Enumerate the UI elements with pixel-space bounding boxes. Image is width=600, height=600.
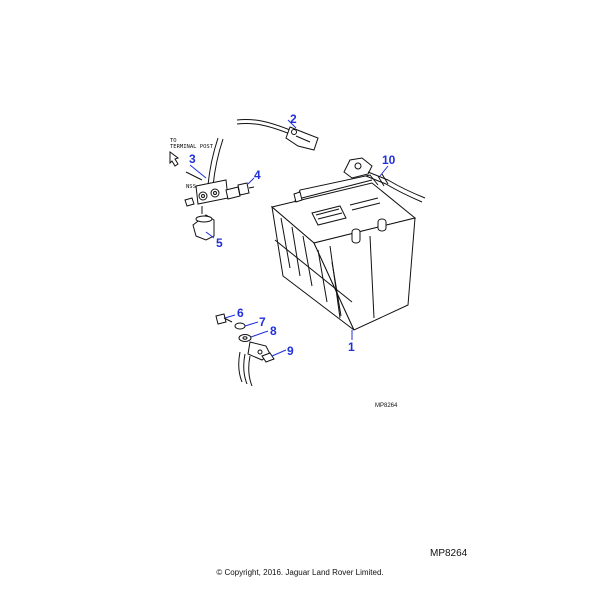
callout-7: 7	[259, 315, 266, 329]
leader-line-10	[379, 165, 389, 177]
terminal-clamp-illustration	[169, 137, 255, 241]
callout-3: 3	[189, 152, 196, 166]
callout-2: 2	[290, 112, 297, 126]
leader-line-4	[247, 177, 255, 185]
leader-line-2	[287, 119, 297, 129]
leader-line-3	[189, 164, 207, 179]
callout-6: 6	[237, 306, 244, 320]
diagram-reference: MP8264	[430, 548, 468, 559]
negative-cable-illustration	[343, 157, 426, 203]
diagram-reference-small: MP8264	[375, 403, 398, 409]
earth-strap-illustration	[215, 313, 275, 387]
leader-line-6	[224, 314, 236, 319]
callout-10: 10	[382, 153, 396, 167]
leader-line-9	[271, 349, 287, 357]
callout-5: 5	[216, 236, 223, 250]
callout-9: 9	[287, 344, 294, 358]
callout-1: 1	[348, 340, 355, 354]
to-terminal-label-line2: TERMINAL POST	[170, 144, 214, 150]
positive-cable-illustration	[236, 119, 319, 151]
nss-label: NSS	[186, 184, 196, 190]
callout-8: 8	[270, 324, 277, 338]
callout-4: 4	[254, 168, 261, 182]
leader-line-7	[244, 321, 259, 327]
battery-illustration	[270, 174, 417, 331]
leader-line-8	[250, 330, 269, 338]
copyright-notice: © Copyright, 2016. Jaguar Land Rover Lim…	[216, 568, 384, 577]
leader-line-5	[205, 231, 215, 239]
to-terminal-label-line1: TO	[170, 138, 177, 144]
